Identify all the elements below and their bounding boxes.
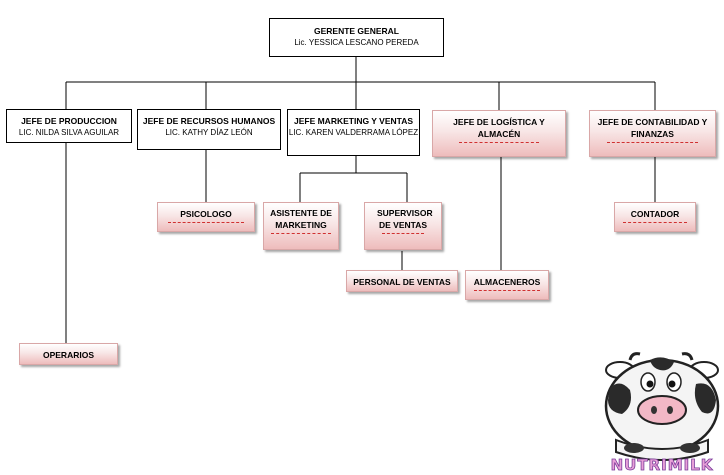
dash-line: [623, 222, 687, 223]
node-title: ALMACENEROS: [473, 277, 541, 287]
node-psicologo: PSICOLOGO: [157, 202, 255, 232]
node-jefe-produccion: JEFE DE PRODUCCION LIC. NILDA SILVA AGUI…: [6, 109, 132, 143]
cow-left-pupil: [646, 380, 654, 388]
node-title: OPERARIOS: [42, 350, 94, 360]
node-title: ASISTENTE DE MARKETING: [270, 208, 332, 230]
node-jefe-contabilidad: JEFE DE CONTABILIDAD Y FINANZAS: [589, 110, 716, 157]
node-title: JEFE DE LOGÍSTICA Y ALMACÉN: [453, 117, 545, 139]
node-person: Lic. YESSICA LESCANO PEREDA: [294, 38, 419, 47]
dash-line: [607, 142, 698, 143]
node-person: LIC. NILDA SILVA AGUILAR: [18, 128, 120, 137]
node-jefe-rrhh: JEFE DE RECURSOS HUMANOS LIC. KATHY DÍAZ…: [137, 109, 281, 150]
cow-right-pupil: [668, 380, 676, 388]
node-person: LIC. KAREN VALDERRAMA LÓPEZ: [288, 128, 419, 137]
node-person: LIC. KATHY DÍAZ LEÓN: [165, 128, 253, 137]
dash-line: [474, 290, 540, 291]
cow-right-hoof: [680, 443, 700, 453]
dash-line: [271, 233, 331, 234]
cow-left-nostril: [651, 406, 657, 414]
node-title: JEFE DE PRODUCCION: [21, 116, 117, 126]
node-title: SUPERVISOR DE VENTAS: [377, 208, 433, 230]
cow-spot-top: [650, 357, 674, 371]
cow-body: [615, 438, 709, 461]
node-contador: CONTADOR: [614, 202, 696, 232]
node-personal-ventas: PERSONAL DE VENTAS: [346, 270, 458, 292]
node-title: CONTADOR: [630, 209, 680, 219]
node-gerente-general: GERENTE GENERAL Lic. YESSICA LESCANO PER…: [269, 18, 444, 57]
node-title: JEFE DE RECURSOS HUMANOS: [142, 116, 276, 126]
node-jefe-logistica: JEFE DE LOGÍSTICA Y ALMACÉN: [432, 110, 566, 157]
node-supervisor-ventas: SUPERVISOR DE VENTAS: [364, 202, 442, 250]
node-title: PERSONAL DE VENTAS: [353, 277, 451, 287]
cow-spot-right: [694, 383, 716, 414]
cow-left-hoof: [624, 443, 644, 453]
cow-right-nostril: [667, 406, 673, 414]
cow-right-horn: [681, 352, 694, 361]
dash-line: [459, 142, 539, 143]
cow-muzzle: [637, 395, 687, 425]
dash-line: [382, 233, 424, 234]
node-title: JEFE MARKETING Y VENTAS: [293, 116, 414, 126]
node-asistente-marketing: ASISTENTE DE MARKETING: [263, 202, 339, 250]
logo-text: NUTRIMILK: [611, 456, 714, 474]
node-almaceneros: ALMACENEROS: [465, 270, 549, 300]
cow-spot-left: [608, 383, 631, 414]
node-title: JEFE DE CONTABILIDAD Y FINANZAS: [597, 117, 708, 139]
nutrimilk-cow-logo: NUTRIMILK: [604, 352, 720, 474]
node-operarios: OPERARIOS: [19, 343, 118, 365]
cow-left-horn: [628, 352, 641, 361]
node-jefe-marketing: JEFE MARKETING Y VENTAS LIC. KAREN VALDE…: [287, 109, 420, 156]
dash-line: [167, 222, 245, 223]
node-title: GERENTE GENERAL: [313, 26, 399, 36]
node-title: PSICOLOGO: [180, 209, 232, 219]
